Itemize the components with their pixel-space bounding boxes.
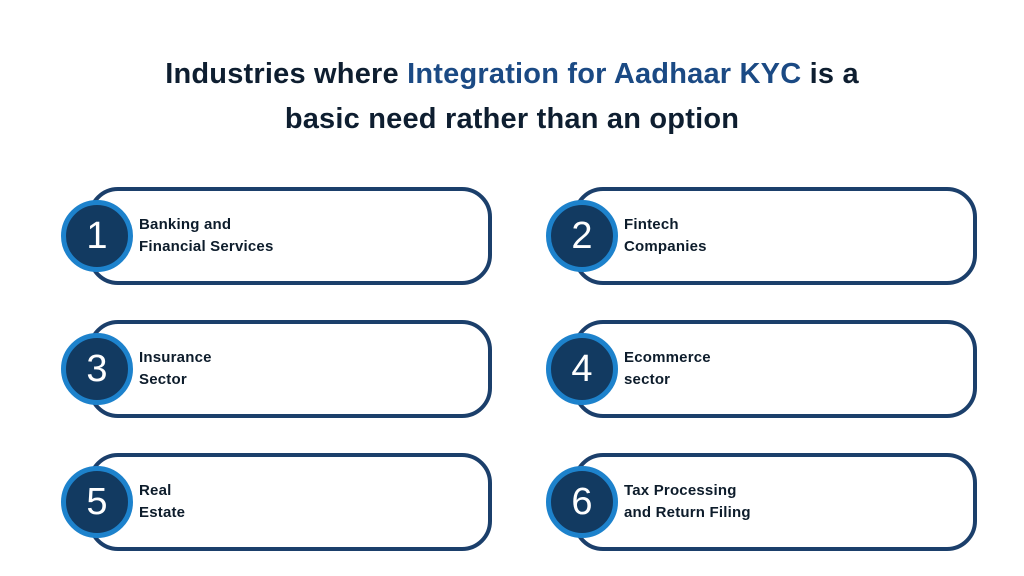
industry-card-banking: 1 Banking and Financial Services	[61, 187, 492, 285]
title-accent-text: Integration for Aadhaar KYC	[407, 58, 802, 90]
label-line1: Ecommerce	[624, 349, 711, 366]
industry-card-label: Real Estate	[139, 457, 488, 547]
industry-card-label: Insurance Sector	[139, 324, 488, 414]
number-badge: 3	[61, 333, 133, 405]
badge-number: 5	[86, 481, 108, 523]
label-line1: Banking and	[139, 216, 232, 233]
badge-number: 1	[86, 215, 108, 257]
number-badge: 2	[546, 200, 618, 272]
label-line2: sector	[624, 371, 671, 388]
title-text-leading: Industries where	[165, 58, 408, 90]
badge-number: 2	[571, 215, 593, 257]
industry-card-fintech: 2 Fintech Companies	[546, 187, 977, 285]
industry-card-tax: 6 Tax Processing and Return Filing	[546, 453, 977, 551]
label-line1: Fintech	[624, 216, 679, 233]
industry-card-label: Tax Processing and Return Filing	[624, 457, 973, 547]
number-badge: 5	[61, 466, 133, 538]
industry-card-label: Ecommerce sector	[624, 324, 973, 414]
infographic-page: Industries where Integration for Aadhaar…	[0, 52, 1024, 576]
title-line2: basic need rather than an option	[284, 103, 740, 135]
industry-card-ecommerce: 4 Ecommerce sector	[546, 320, 977, 418]
label-line2: and Return Filing	[624, 504, 751, 521]
industry-card-label: Banking and Financial Services	[139, 191, 488, 281]
number-badge: 1	[61, 200, 133, 272]
industry-card-real-estate: 5 Real Estate	[61, 453, 492, 551]
industry-card-insurance: 3 Insurance Sector	[61, 320, 492, 418]
badge-number: 4	[571, 348, 593, 390]
industry-card-label: Fintech Companies	[624, 191, 973, 281]
title-text-trailing: is a	[801, 58, 859, 90]
page-title: Industries where Integration for Aadhaar…	[62, 52, 962, 142]
badge-number: 6	[571, 481, 593, 523]
label-line2: Estate	[139, 504, 186, 521]
label-line1: Tax Processing	[624, 482, 737, 499]
label-line2: Companies	[624, 238, 707, 255]
number-badge: 4	[546, 333, 618, 405]
label-line1: Insurance	[139, 349, 212, 366]
badge-number: 3	[86, 348, 108, 390]
label-line2: Financial Services	[139, 238, 274, 255]
number-badge: 6	[546, 466, 618, 538]
label-line1: Real	[139, 482, 172, 499]
label-line2: Sector	[139, 371, 187, 388]
industry-cards-grid: 1 Banking and Financial Services 2 Finte…	[61, 187, 1024, 551]
